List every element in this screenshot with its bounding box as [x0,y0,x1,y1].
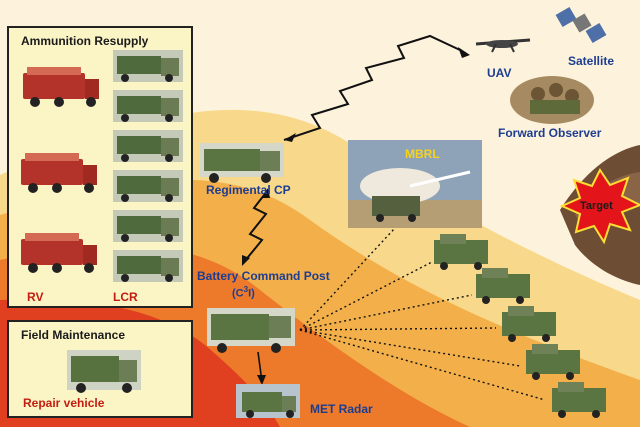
loader-crane-truck-icon [113,250,183,282]
arrowhead-cp [284,133,296,142]
field-maintenance-panel: Field Maintenance Repair vehicle [7,320,193,418]
repair-vehicle-graphic [67,350,141,393]
ammunition-truck-icon [21,153,97,193]
arrowhead-top [262,188,270,198]
field-maintenance-title: Field Maintenance [21,328,126,342]
repair-vehicle-label: Repair vehicle [23,396,105,410]
ammunition-resupply-title: Ammunition Resupply [21,34,149,48]
loader-crane-truck-icon [113,50,183,82]
arrowhead-bottom [242,255,250,266]
ammunition-resupply-panel: Ammunition Resupply RV LCR [7,26,193,308]
loader-crane-truck-icon [113,130,183,162]
loader-crane-truck-icon [113,210,183,242]
ammunition-truck-icon [21,233,97,273]
repair-vehicle-icon [67,350,141,393]
comm-link-battery [243,189,269,263]
ammunition-vehicles [21,50,183,282]
lcr-label: LCR [113,290,138,304]
met-radar-label: MET Radar [310,402,373,416]
rv-label: RV [27,290,44,304]
mbrl-label: MBRL [405,147,440,161]
forward-observer-label: Forward Observer [498,126,602,140]
satellite-label: Satellite [568,54,615,68]
target-label: Target [580,200,613,212]
comm-link-uav [283,34,461,141]
arrowhead-uav [458,47,470,58]
battery-command-post-label: Battery Command Post [197,269,330,283]
loader-crane-truck-icon [113,170,183,202]
c3i-label: (C3I) [232,285,255,300]
regimental-cp-label: Regimental CP [206,183,291,197]
ammunition-truck-icon [23,67,99,107]
loader-crane-truck-icon [113,90,183,122]
uav-label: UAV [487,66,512,80]
explosion-icon [559,168,640,245]
fire-control-lines [299,227,546,401]
